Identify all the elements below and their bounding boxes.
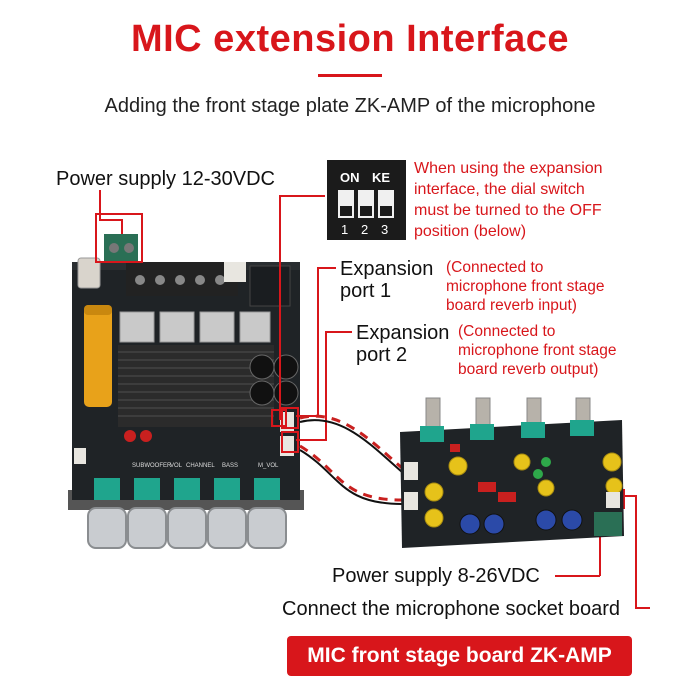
label-power-main: Power supply 12-30VDC <box>56 168 275 190</box>
title-underline <box>318 74 382 77</box>
expansion-1-line: port 1 <box>340 280 392 302</box>
silk-subwoofer: SUBWOOFER <box>132 463 172 469</box>
dip-num-2: 2 <box>361 222 368 237</box>
expansion-1-note-line: microphone front stage <box>446 278 605 295</box>
dip-ke-label: KE <box>372 170 390 185</box>
silk-mvol: M_VOL <box>258 463 279 469</box>
label-expansion-1: Expansion port 1 <box>340 258 433 302</box>
silk-bass: BASS <box>222 463 238 469</box>
dip-note-line: When using the expansion <box>414 160 603 177</box>
dip-note-line: position (below) <box>414 223 527 240</box>
expansion-2-note: (Connected to microphone front stage boa… <box>458 322 617 379</box>
expansion-2-note-line: microphone front stage <box>458 342 617 359</box>
page-title: MIC extension Interface <box>130 18 570 60</box>
expansion-1-note-line: (Connected to <box>446 259 544 276</box>
dip-switch: ON KE 1 2 3 <box>327 160 406 240</box>
bottom-board-badge: MIC front stage board ZK-AMP <box>287 636 632 676</box>
dip-note: When using the expansion interface, the … <box>414 158 603 242</box>
expansion-2-note-line: (Connected to <box>458 323 556 340</box>
silk-channel: CHANNEL <box>186 463 215 469</box>
mic-preamp-board <box>400 397 624 548</box>
expansion-2-line: port 2 <box>356 344 408 366</box>
expansion-1-note: (Connected to microphone front stage boa… <box>446 258 605 315</box>
label-power-small: Power supply 8-26VDC <box>332 565 540 587</box>
expansion-2-line: Expansion <box>356 322 450 344</box>
expansion-1-line: Expansion <box>340 258 434 280</box>
label-expansion-2: Expansion port 2 <box>356 322 449 366</box>
silk-vol: VOL <box>170 463 183 469</box>
page-subtitle: Adding the front stage plate ZK-AMP of t… <box>104 95 596 117</box>
dip-num-1: 1 <box>341 222 348 237</box>
dip-on-label: ON <box>340 170 360 185</box>
main-amp-board: SUBWOOFER VOL CHANNEL BASS M_VOL <box>68 234 304 549</box>
dip-note-line: must be turned to the OFF <box>414 202 602 219</box>
label-connect-mic: Connect the microphone socket board <box>282 598 620 620</box>
expansion-2-note-line: board reverb output) <box>458 361 599 378</box>
dip-note-line: interface, the dial switch <box>414 181 585 198</box>
dip-num-3: 3 <box>381 222 388 237</box>
expansion-1-note-line: board reverb input) <box>446 297 577 314</box>
